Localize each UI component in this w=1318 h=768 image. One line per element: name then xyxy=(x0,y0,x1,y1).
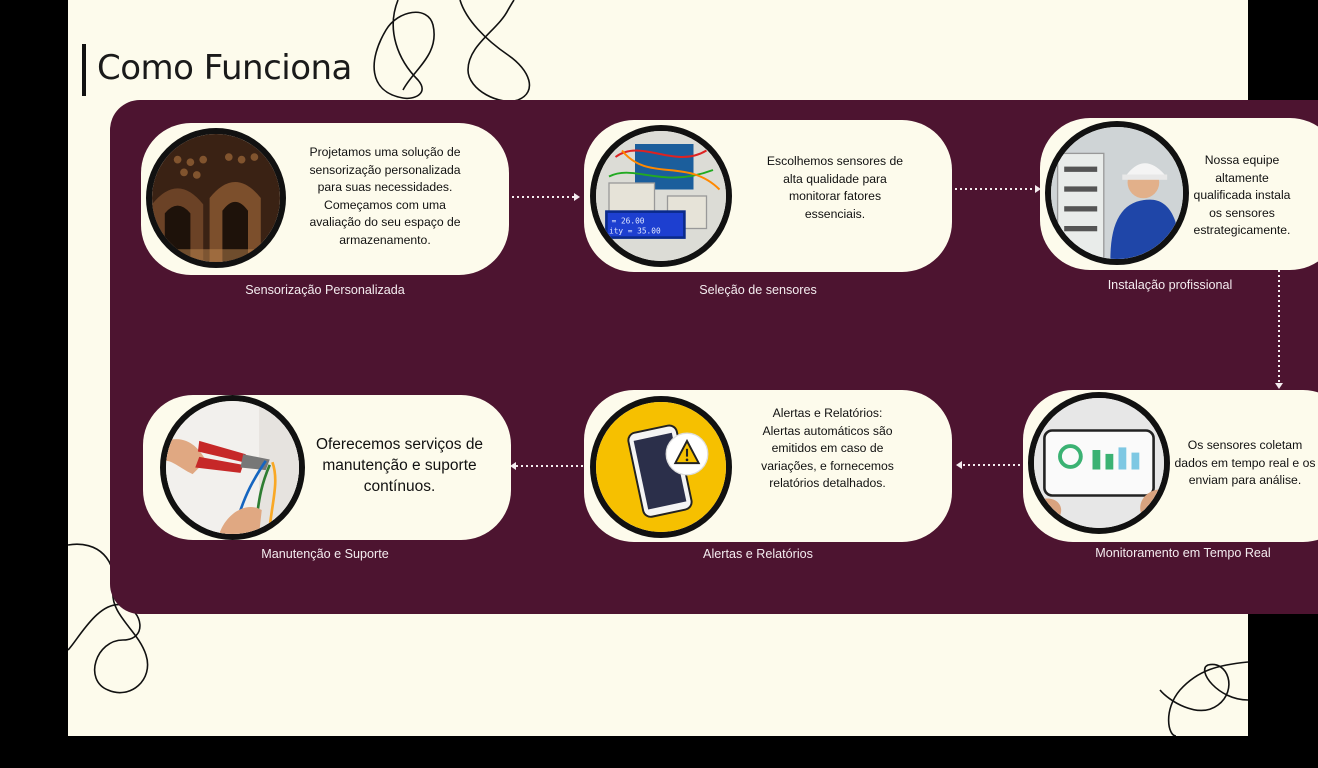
lcd-line-2: ity = 35.00 xyxy=(609,227,661,236)
step-text-3: Nossa equipe altamente qualificada insta… xyxy=(1193,153,1291,237)
lcd-line-1: = 26.00 xyxy=(612,216,645,225)
step-text-monitoramento: Os sensores coletam dados em tempo real … xyxy=(1172,437,1318,490)
step-text-sensorizacao: Projetamos uma solução de sensorização p… xyxy=(300,144,470,249)
step-text-1a: Projetamos uma solução de sensorização p… xyxy=(309,145,461,194)
title-accent-bar xyxy=(82,44,86,96)
step-caption-monitoramento: Monitoramento em Tempo Real xyxy=(1095,546,1271,560)
step-caption-sensorizacao: Sensorização Personalizada xyxy=(245,283,405,297)
phone-dashboard-photo xyxy=(1028,392,1170,534)
step-text-2: Escolhemos sensores de alta qualidade pa… xyxy=(766,154,904,221)
step-caption-manutencao: Manutenção e Suporte xyxy=(261,547,389,561)
step-text-5: Alertas e Relatórios: Alertas automático… xyxy=(761,406,894,490)
step-caption-selecao: Seleção de sensores xyxy=(699,283,817,297)
step-caption-instalacao: Instalação profissional xyxy=(1107,278,1233,292)
step-text-selecao: Escolhemos sensores de alta qualidade pa… xyxy=(760,153,910,223)
pliers-photo xyxy=(160,395,305,540)
step-text-manutencao: Oferecemos serviços de manutenção e supo… xyxy=(312,434,487,497)
step-text-4: Os sensores coletam dados em tempo real … xyxy=(1174,438,1316,487)
step-text-instalacao: Nossa equipe altamente qualificada insta… xyxy=(1192,152,1292,240)
wine-cellar-photo xyxy=(146,128,286,268)
sensor-board-photo: = 26.00 ity = 35.00 xyxy=(590,125,732,267)
step-text-alertas: Alertas e Relatórios: Alertas automático… xyxy=(760,405,895,493)
step-text-1b: Começamos com uma avaliação do seu espaç… xyxy=(309,197,461,247)
step-caption-alertas: Alertas e Relatórios xyxy=(703,547,813,561)
page-title: Como Funciona xyxy=(97,48,352,88)
step-text-6: Oferecemos serviços de manutenção e supo… xyxy=(315,436,484,495)
technician-photo xyxy=(1045,121,1189,265)
phone-alert-illustration xyxy=(590,396,732,538)
